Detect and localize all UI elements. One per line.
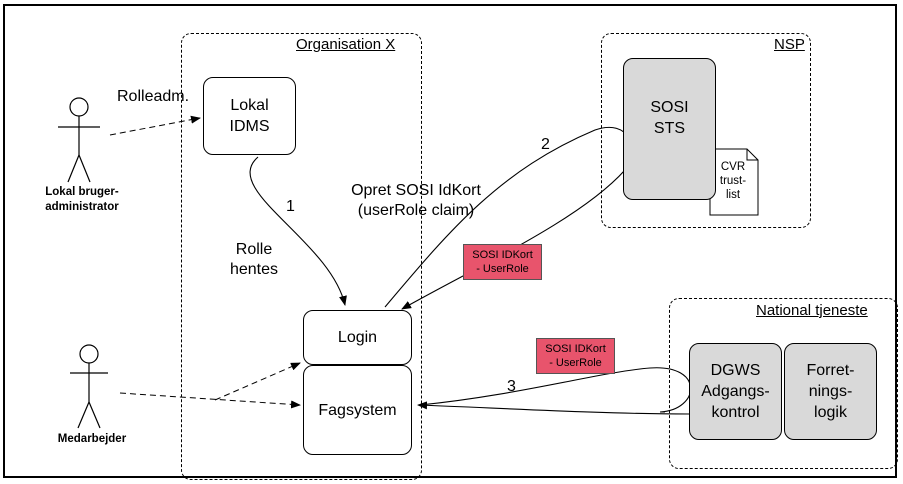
organisation-zone (181, 33, 422, 480)
medarbejder-to-login-arrow (214, 362, 301, 401)
nsp-zone (601, 33, 811, 228)
step1-arrow (249, 156, 347, 306)
step2-response-arrow (401, 169, 626, 310)
cvr-trust-list-label: CVR trust- list (719, 161, 747, 201)
nsp-zone-label: NSP (774, 36, 805, 53)
step3-return-arrow (417, 401, 691, 415)
fagsystem-box[interactable]: Fagsystem (303, 365, 412, 455)
lokal-idms-box[interactable]: Lokal IDMS (203, 77, 296, 155)
medarbejder-to-fagsystem-arrow (119, 392, 301, 409)
step2-label: 2 (541, 136, 550, 153)
sosi-sts-box[interactable]: SOSI STS (623, 58, 716, 200)
dgws-box[interactable]: DGWS Adgangs- kontrol (689, 343, 782, 440)
admin-actor-icon (58, 97, 100, 183)
idkort-token-national: SOSI IDKort - UserRole (536, 338, 615, 374)
national-zone (669, 298, 898, 469)
admin-caption: Lokal bruger- administrator (45, 186, 119, 213)
forretningslogik-box[interactable]: Forret- nings- logik (784, 343, 877, 440)
rolleadm-label: Rolleadm. (117, 88, 190, 105)
diagram-frame (3, 4, 897, 478)
national-zone-label: National tjeneste (756, 302, 868, 319)
step1-label: 1 (286, 198, 295, 215)
cvr-document-icon (709, 148, 759, 216)
medarbejder-actor-icon (70, 344, 108, 429)
rolle-hentes-label: Rolle hentes (229, 241, 279, 278)
admin-to-idms-arrow (109, 115, 201, 136)
login-box[interactable]: Login (303, 310, 412, 365)
step3-arrow (419, 367, 692, 413)
step3-label: 3 (507, 378, 516, 395)
medarbejder-caption: Medarbejder (57, 433, 127, 445)
idkort-token-sts: SOSI IDKort - UserRole (463, 244, 542, 280)
organisation-zone-label: Organisation X (296, 36, 396, 53)
opret-idkort-label: Opret SOSI IdKort (userRole claim) (351, 182, 481, 219)
